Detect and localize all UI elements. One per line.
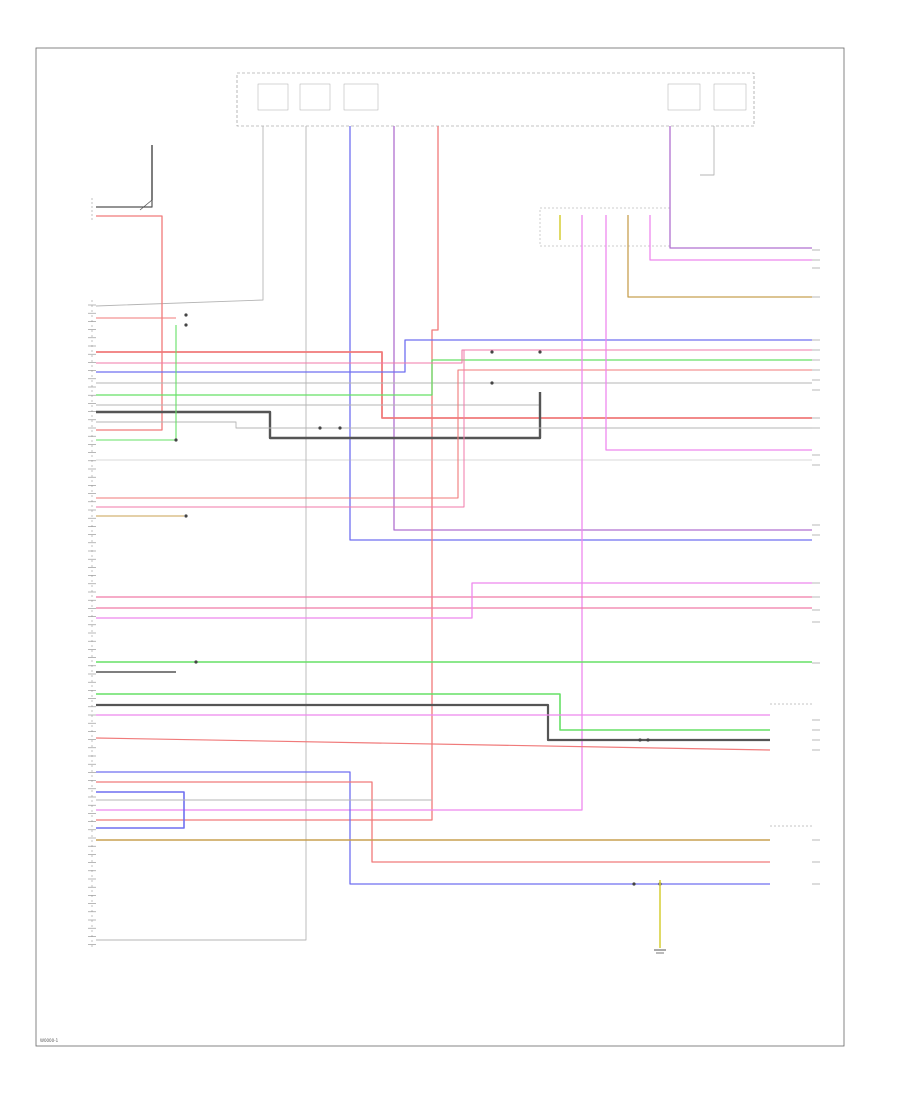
wire-dark-2 bbox=[96, 703, 770, 742]
junction-box bbox=[770, 703, 812, 827]
wire-red-2 bbox=[96, 369, 812, 499]
splice-dot bbox=[638, 738, 642, 742]
wire-antenna-red bbox=[96, 215, 163, 431]
wire-purple-right bbox=[669, 126, 812, 249]
wire-magenta-3 bbox=[649, 215, 812, 261]
wire-antenna bbox=[96, 145, 153, 208]
splice-dot bbox=[490, 381, 494, 385]
wire-harness bbox=[95, 126, 812, 941]
wire-green-2 bbox=[96, 325, 177, 441]
wire-purple-feed bbox=[393, 126, 812, 531]
wire-green-1 bbox=[96, 359, 812, 396]
splice-dot bbox=[490, 350, 494, 354]
splice-dot bbox=[318, 426, 322, 430]
splice-dot bbox=[632, 882, 636, 886]
wire-feed-1 bbox=[95, 126, 264, 307]
right-pin-column bbox=[812, 249, 820, 885]
wire-blue-1 bbox=[96, 339, 812, 373]
wire-red-main bbox=[96, 351, 812, 419]
splice-dot bbox=[184, 514, 188, 518]
wire-shielded bbox=[96, 392, 542, 440]
wire-tan-right bbox=[627, 215, 812, 298]
wire-blue-2 bbox=[96, 771, 770, 885]
splice-dot bbox=[338, 426, 342, 430]
wire-red-feed bbox=[96, 126, 439, 821]
splice-dot bbox=[184, 323, 188, 327]
wire-red-4 bbox=[95, 737, 771, 751]
left-pin-column bbox=[88, 304, 96, 945]
antenna-component bbox=[91, 145, 153, 222]
wire-red-5 bbox=[96, 781, 770, 863]
diagram-frame bbox=[35, 47, 845, 1047]
splice-dot bbox=[538, 350, 542, 354]
wire-magenta-2 bbox=[605, 215, 812, 451]
wire-magenta-long bbox=[96, 215, 583, 811]
splice-dot bbox=[174, 438, 178, 442]
wire-pink-2 bbox=[96, 350, 465, 508]
wire-magenta-4 bbox=[96, 582, 812, 619]
wire-pink-1 bbox=[96, 349, 812, 364]
wire-green-4 bbox=[96, 693, 770, 731]
fuse-relay-box bbox=[236, 72, 755, 127]
ground-symbol-bottom bbox=[654, 880, 666, 954]
wire-grey-right bbox=[700, 126, 715, 176]
wire-blue-feed bbox=[349, 126, 812, 541]
wire-ground-return bbox=[96, 126, 307, 941]
wire-grey-3 bbox=[96, 421, 812, 429]
footer-id: W0000-1 bbox=[40, 1038, 59, 1043]
splice-dot bbox=[194, 660, 198, 664]
splice-dot bbox=[646, 738, 650, 742]
control-unit bbox=[88, 300, 96, 950]
wire-blue-loop bbox=[96, 791, 185, 829]
splice-dot bbox=[184, 313, 188, 317]
